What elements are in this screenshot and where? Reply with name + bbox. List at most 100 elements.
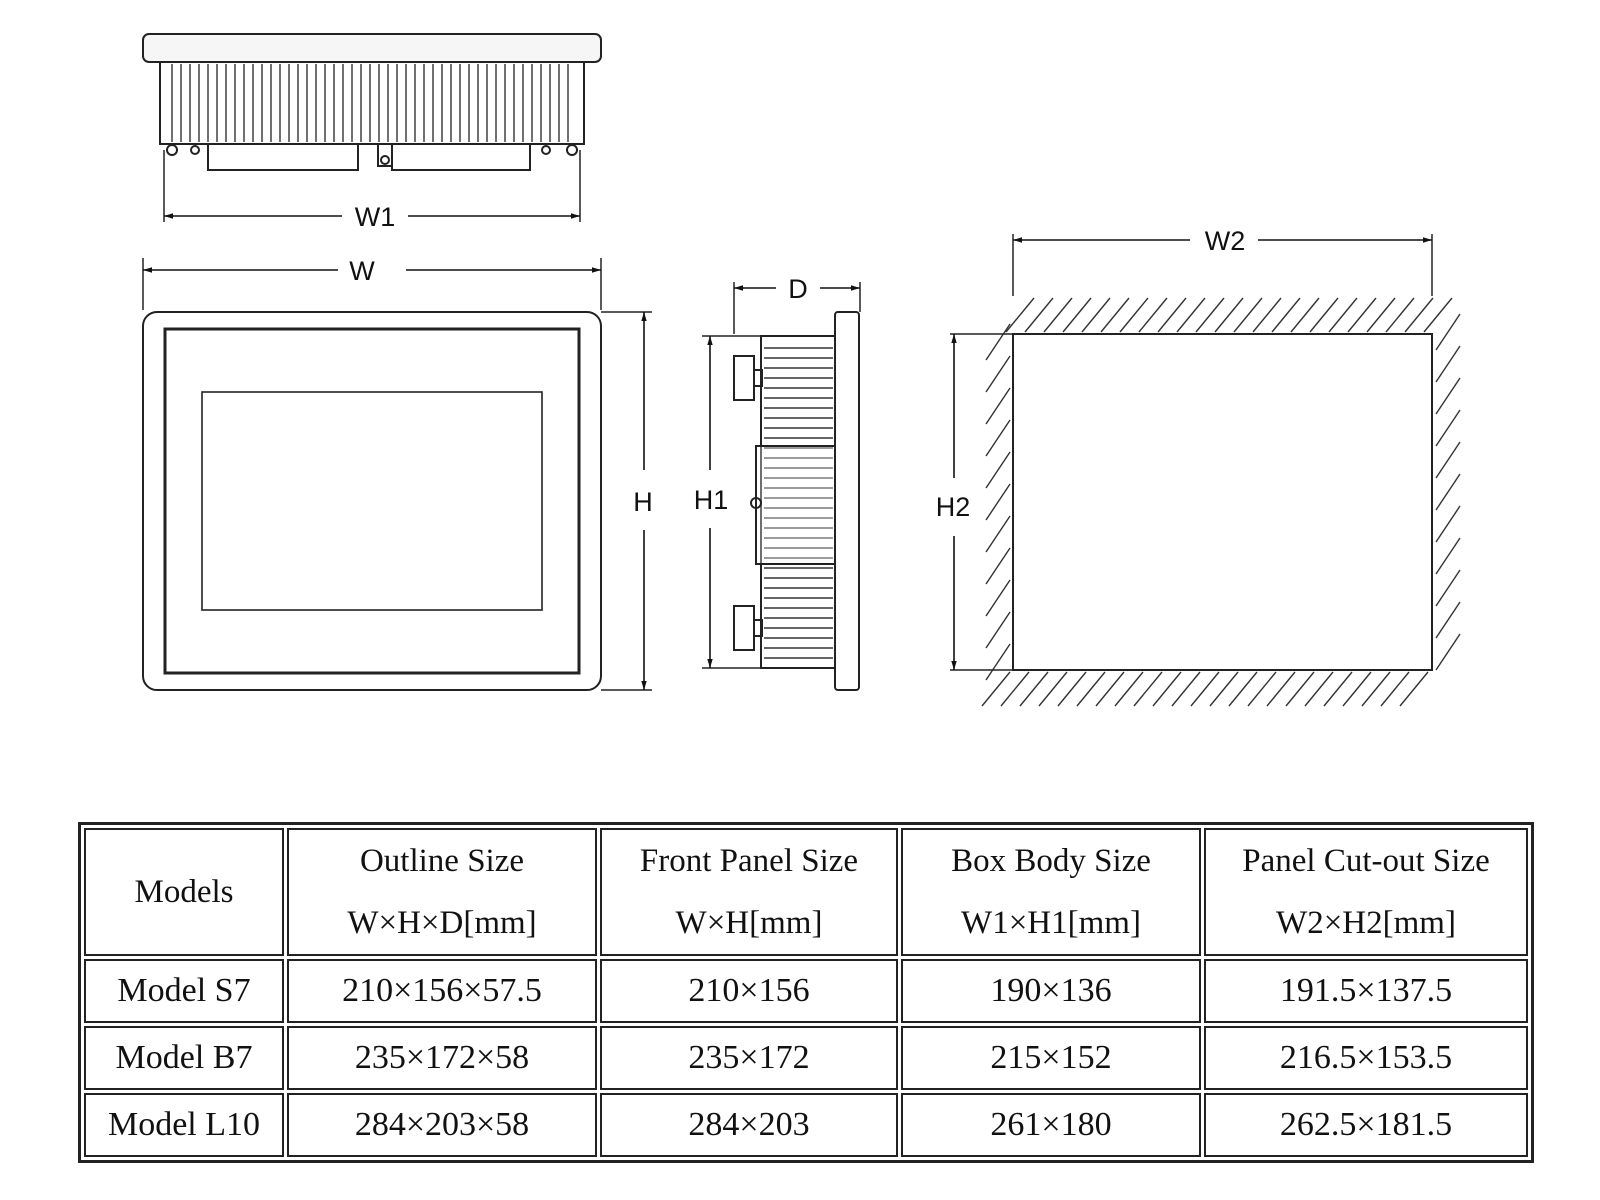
- cell-panel-cutout-size: 262.5×181.5: [1204, 1093, 1528, 1157]
- panel-cutout: [1012, 333, 1433, 671]
- hatch-mark: [1361, 671, 1391, 707]
- panel-hatching: [981, 297, 1461, 707]
- hatch-mark: [1404, 297, 1434, 333]
- hatch-mark: [1328, 297, 1358, 333]
- cell-outline-size: 210×156×57.5: [287, 959, 597, 1023]
- cell-panel-cutout-size: 191.5×137.5: [1204, 959, 1528, 1023]
- side-view-fins: [764, 347, 833, 659]
- hatch-mark: [1100, 297, 1130, 333]
- header-box-title: Box Body Size: [951, 843, 1151, 879]
- cell-model: Model S7: [84, 959, 284, 1023]
- w1-label: W1: [355, 202, 396, 232]
- cell-box-body-size: 215×152: [901, 1026, 1201, 1090]
- hatch-mark: [1095, 671, 1125, 707]
- hatch-mark: [1114, 671, 1144, 707]
- hatch-mark: [1435, 601, 1461, 639]
- hatch-mark: [1435, 537, 1461, 575]
- w2-label: W2: [1205, 226, 1246, 256]
- hatch-mark: [985, 483, 1011, 521]
- hatch-mark: [1342, 671, 1372, 707]
- hatch-mark: [1152, 671, 1182, 707]
- hatch-mark: [1309, 297, 1339, 333]
- w-dimension: W: [142, 256, 602, 310]
- hatch-mark: [1380, 671, 1410, 707]
- header-box-unit: W1×H1[mm]: [961, 905, 1141, 941]
- h1-label: H1: [694, 485, 729, 515]
- hatch-mark: [985, 355, 1011, 393]
- hatch-mark: [1323, 671, 1353, 707]
- hatch-mark: [985, 579, 1011, 617]
- hatch-mark: [985, 611, 1011, 649]
- side-body: [760, 335, 836, 669]
- top-view-fins: [171, 64, 569, 142]
- header-outline-unit: W×H×D[mm]: [347, 905, 537, 941]
- hatch-mark: [1435, 505, 1461, 543]
- hatch-mark: [1366, 297, 1396, 333]
- hatch-mark: [1266, 671, 1296, 707]
- hatch-mark: [1233, 297, 1263, 333]
- hatch-mark: [1290, 297, 1320, 333]
- hatch-mark: [1252, 297, 1282, 333]
- hatch-mark: [985, 515, 1011, 553]
- hatch-mark: [1423, 297, 1453, 333]
- h-label: H: [633, 487, 653, 517]
- hatch-mark: [985, 323, 1011, 361]
- cell-front-panel-size: 284×203: [600, 1093, 898, 1157]
- table-row: Model B7 235×172×58 235×172 215×152 216.…: [84, 1026, 1528, 1090]
- table-row: Model S7 210×156×57.5 210×156 190×136 19…: [84, 959, 1528, 1023]
- h-dimension: H: [601, 311, 653, 691]
- hatch-mark: [1133, 671, 1163, 707]
- hatch-mark: [1209, 671, 1239, 707]
- header-front-unit: W×H[mm]: [675, 905, 823, 941]
- spec-table-body: Model S7 210×156×57.5 210×156 190×136 19…: [84, 959, 1528, 1157]
- hatch-mark: [1043, 297, 1073, 333]
- h2-label: H2: [936, 492, 971, 522]
- hatch-mark: [1024, 297, 1054, 333]
- cell-model: Model B7: [84, 1026, 284, 1090]
- cell-model: Model L10: [84, 1093, 284, 1157]
- hatch-mark: [1176, 297, 1206, 333]
- hatch-mark: [1435, 633, 1461, 671]
- table-row: Model L10 284×203×58 284×203 261×180 262…: [84, 1093, 1528, 1157]
- hatch-mark: [1157, 297, 1187, 333]
- d-dimension: D: [733, 274, 861, 334]
- top-view: [142, 33, 602, 171]
- hatch-mark: [1435, 473, 1461, 511]
- hatch-mark: [1247, 671, 1277, 707]
- hatch-mark: [1435, 377, 1461, 415]
- hatch-mark: [1081, 297, 1111, 333]
- h2-dimension: H2: [936, 333, 1013, 671]
- hatch-mark: [1435, 345, 1461, 383]
- w-label: W: [349, 256, 375, 286]
- hatch-mark: [1285, 671, 1315, 707]
- hatch-mark: [1038, 671, 1068, 707]
- hatch-mark: [1304, 671, 1334, 707]
- hatch-mark: [1171, 671, 1201, 707]
- hatch-mark: [985, 643, 1011, 681]
- cell-box-body-size: 261×180: [901, 1093, 1201, 1157]
- cell-box-body-size: 190×136: [901, 959, 1201, 1023]
- hatch-mark: [985, 419, 1011, 457]
- hatch-mark: [1005, 297, 1035, 333]
- hatch-mark: [1076, 671, 1106, 707]
- cell-front-panel-size: 235×172: [600, 1026, 898, 1090]
- cell-outline-size: 284×203×58: [287, 1093, 597, 1157]
- hatch-mark: [1347, 297, 1377, 333]
- hatch-mark: [985, 387, 1011, 425]
- hatch-mark: [1057, 671, 1087, 707]
- hatch-mark: [1019, 671, 1049, 707]
- hatch-mark: [1138, 297, 1168, 333]
- header-models: Models: [84, 828, 284, 956]
- hatch-mark: [1435, 569, 1461, 607]
- header-front-title: Front Panel Size: [639, 843, 859, 879]
- hatch-mark: [1062, 297, 1092, 333]
- front-bezel: [142, 311, 602, 691]
- hatch-mark: [981, 671, 1011, 707]
- hatch-mark: [1000, 671, 1030, 707]
